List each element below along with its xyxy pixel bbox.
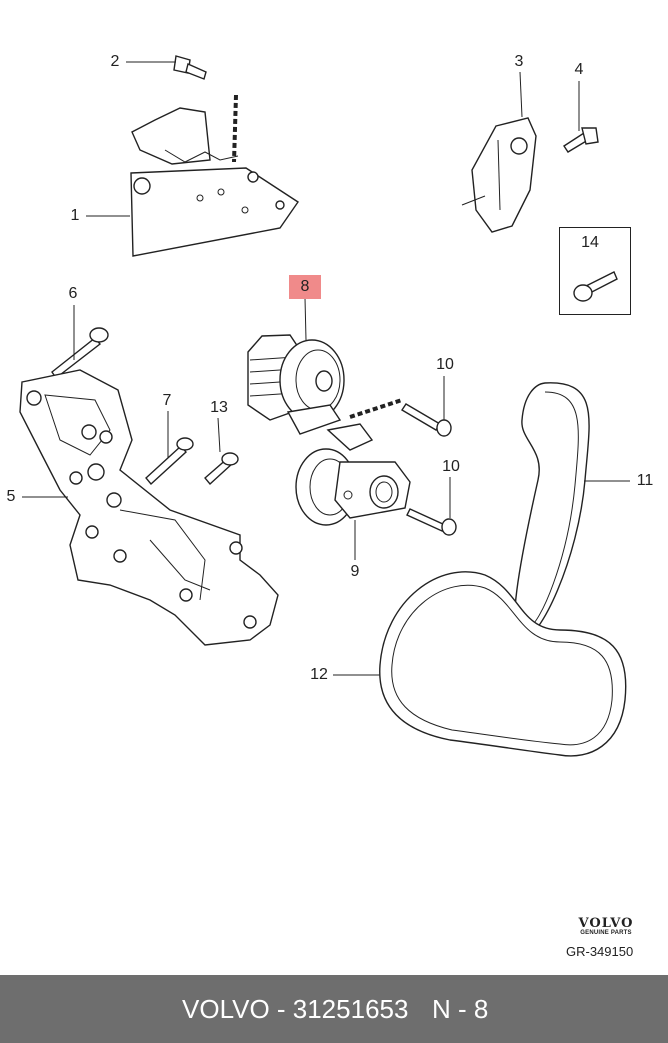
part-6-bolt	[51, 327, 109, 380]
part-7-bolt	[145, 437, 194, 486]
brand-subtitle: GENUINE PARTS	[580, 930, 632, 936]
part-4-bolt	[563, 127, 599, 153]
part-1-bracket	[130, 94, 299, 257]
callout-3[interactable]: 3	[514, 53, 524, 70]
callout-9[interactable]: 9	[350, 563, 360, 580]
part-12-belt	[379, 571, 627, 757]
callout-5[interactable]: 5	[6, 488, 16, 505]
part-13-bolt	[204, 452, 239, 486]
diagram-reference: GR-349150	[566, 944, 634, 959]
footer-part-number: VOLVO - 31251653	[182, 994, 409, 1024]
part-14-frame	[559, 227, 631, 315]
volvo-brand-logo: VOLVO GENUINE PARTS	[560, 916, 652, 936]
part-3-bracket	[461, 117, 537, 233]
callout-8-highlighted[interactable]: 8	[289, 275, 321, 299]
leader-lines	[22, 61, 630, 676]
part-14-bolt	[573, 271, 618, 302]
part-9-idler-pulley	[295, 423, 411, 526]
part-11-belt	[513, 382, 590, 641]
callout-12[interactable]: 12	[310, 666, 328, 683]
footer-bar: VOLVO - 31251653 N - 8	[0, 975, 668, 1043]
part-2-bolt	[173, 55, 207, 80]
callout-10-lower[interactable]: 10	[442, 458, 460, 475]
footer-position: N - 8	[432, 994, 489, 1024]
callout-13[interactable]: 13	[210, 399, 228, 416]
callout-6[interactable]: 6	[68, 285, 78, 302]
part-5-main-bracket	[19, 369, 279, 646]
callout-14[interactable]: 14	[581, 234, 599, 251]
callout-1[interactable]: 1	[70, 207, 80, 224]
callout-4[interactable]: 4	[574, 61, 584, 78]
brand-wordmark: VOLVO	[578, 916, 634, 931]
callout-11[interactable]: 11	[636, 472, 654, 489]
part-10-bolt-lower	[406, 508, 457, 536]
callout-2[interactable]: 2	[110, 53, 120, 70]
callout-7[interactable]: 7	[162, 392, 172, 409]
part-8-tensioner	[247, 334, 403, 435]
callout-10-upper[interactable]: 10	[436, 356, 454, 373]
parts-diagram	[19, 55, 630, 757]
